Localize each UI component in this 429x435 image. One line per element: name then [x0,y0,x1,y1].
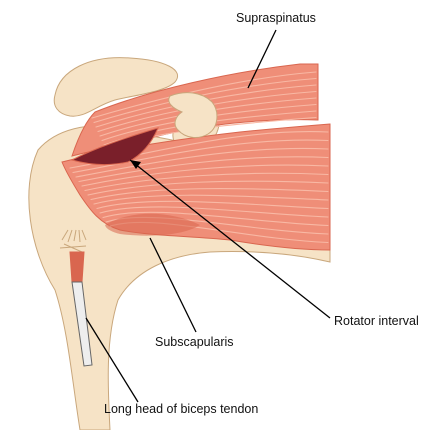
subscapularis-fiber [96,200,329,210]
biceps-tendon-shaft [71,281,93,367]
biceps-tendon-fray [59,229,87,253]
subscapularis-fiber [78,156,329,183]
leader-rotator-interval-arrowhead [130,160,141,169]
subscapularis-fiber [81,164,329,187]
subscapularis-fiber [75,147,329,178]
leader-lines [85,29,331,403]
subscapularis-fiber [90,188,329,201]
biceps-tendon-red-segment [69,251,85,283]
biceps-tendon [59,229,93,367]
subscapularis-fiber [84,172,329,192]
label-biceps-tendon: Long head of biceps tendon [104,402,258,416]
coracoid-tip [168,92,218,138]
label-rotator-interval: Rotator interval [334,314,419,328]
leader-subscapularis [149,237,197,333]
leader-biceps-tendon [85,317,139,403]
rotator-interval-gap [70,127,159,165]
muscle-fibers [69,71,329,244]
subscapularis-shadow [105,213,200,236]
subscapularis-fiber [87,180,329,196]
label-supraspinatus: Supraspinatus [236,11,316,25]
supraspinatus-fiber [91,71,317,119]
leader-rotator-interval [129,159,331,319]
leader-supraspinatus [247,29,277,89]
subscapularis-fiber [93,194,329,205]
label-subscapularis: Subscapularis [155,335,234,349]
subscapularis-fiber [99,206,329,218]
acromion [53,57,178,117]
subscapularis-fiber [72,139,329,174]
